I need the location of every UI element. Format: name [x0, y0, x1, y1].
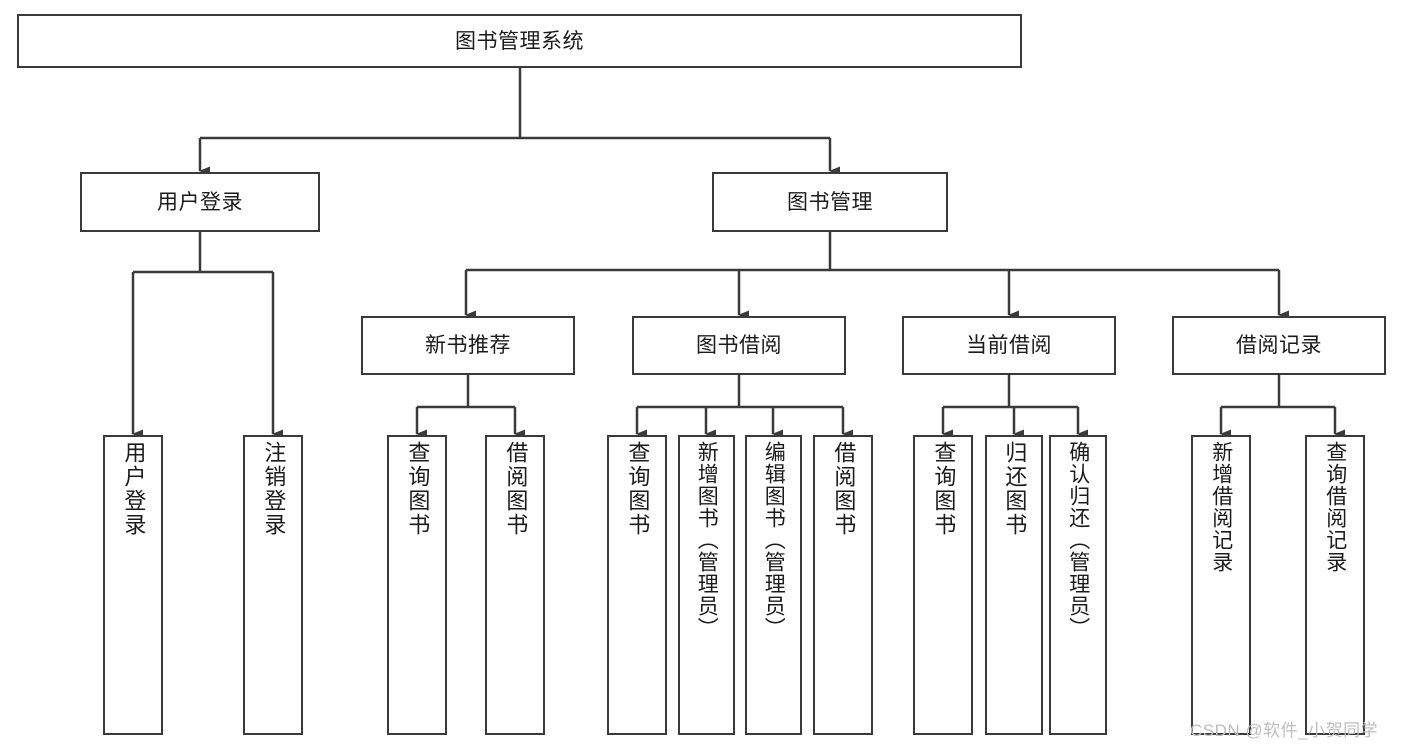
node-label: 查询图书 — [625, 441, 651, 537]
node-label: 归还图书 — [1002, 441, 1028, 537]
leaf-node-注销登录[interactable]: 注销登录 — [243, 435, 303, 735]
node-label: 注销登录 — [261, 441, 287, 537]
node-用户登录[interactable]: 用户登录 — [80, 172, 320, 232]
node-label: 新书推荐 — [425, 334, 511, 357]
leaf-node-借阅图书[interactable]: 借阅图书 — [485, 435, 545, 735]
leaf-node-新增图书管理员[interactable]: 新增图书（管理员） — [678, 435, 735, 735]
node-图书管理[interactable]: 图书管理 — [712, 172, 948, 232]
node-label: 图书管理 — [787, 190, 873, 214]
leaf-node-归还图书[interactable]: 归还图书 — [985, 435, 1043, 735]
node-当前借阅[interactable]: 当前借阅 — [902, 316, 1116, 375]
node-label: 借阅记录 — [1236, 334, 1322, 357]
node-label: 新增图书（管理员） — [695, 441, 719, 639]
node-label: 借阅图书 — [503, 441, 529, 537]
node-label: 查询图书 — [931, 441, 957, 537]
leaf-node-借阅图书[interactable]: 借阅图书 — [813, 435, 873, 735]
node-label: 用户登录 — [121, 441, 147, 537]
node-label: 确认归还（管理员） — [1066, 441, 1090, 639]
node-label: 图书借阅 — [696, 334, 782, 357]
leaf-node-查询图书[interactable]: 查询图书 — [607, 435, 667, 735]
node-label: 用户登录 — [157, 190, 243, 214]
watermark-text: CSDN @软件_小贺同学 — [1190, 721, 1379, 740]
leaf-node-编辑图书管理员[interactable]: 编辑图书（管理员） — [745, 435, 802, 735]
root-node-图书管理系统[interactable]: 图书管理系统 — [17, 14, 1022, 68]
leaf-node-查询借阅记录[interactable]: 查询借阅记录 — [1305, 435, 1365, 735]
leaf-node-新增借阅记录[interactable]: 新增借阅记录 — [1191, 435, 1251, 735]
leaf-node-用户登录[interactable]: 用户登录 — [103, 435, 163, 735]
leaf-node-确认归还管理员[interactable]: 确认归还（管理员） — [1049, 435, 1107, 735]
node-label: 查询借阅记录 — [1323, 441, 1347, 573]
node-label: 新增借阅记录 — [1209, 441, 1233, 573]
node-label: 编辑图书（管理员） — [762, 441, 786, 639]
leaf-node-查询图书[interactable]: 查询图书 — [913, 435, 973, 735]
node-label: 借阅图书 — [831, 441, 857, 537]
node-label: 当前借阅 — [966, 334, 1052, 357]
node-新书推荐[interactable]: 新书推荐 — [361, 316, 575, 375]
leaf-node-查询图书[interactable]: 查询图书 — [387, 435, 447, 735]
node-图书借阅[interactable]: 图书借阅 — [632, 316, 846, 375]
node-label: 图书管理系统 — [455, 29, 584, 53]
connector-lines — [131, 68, 1345, 439]
node-借阅记录[interactable]: 借阅记录 — [1172, 316, 1386, 375]
node-label: 查询图书 — [405, 441, 431, 537]
